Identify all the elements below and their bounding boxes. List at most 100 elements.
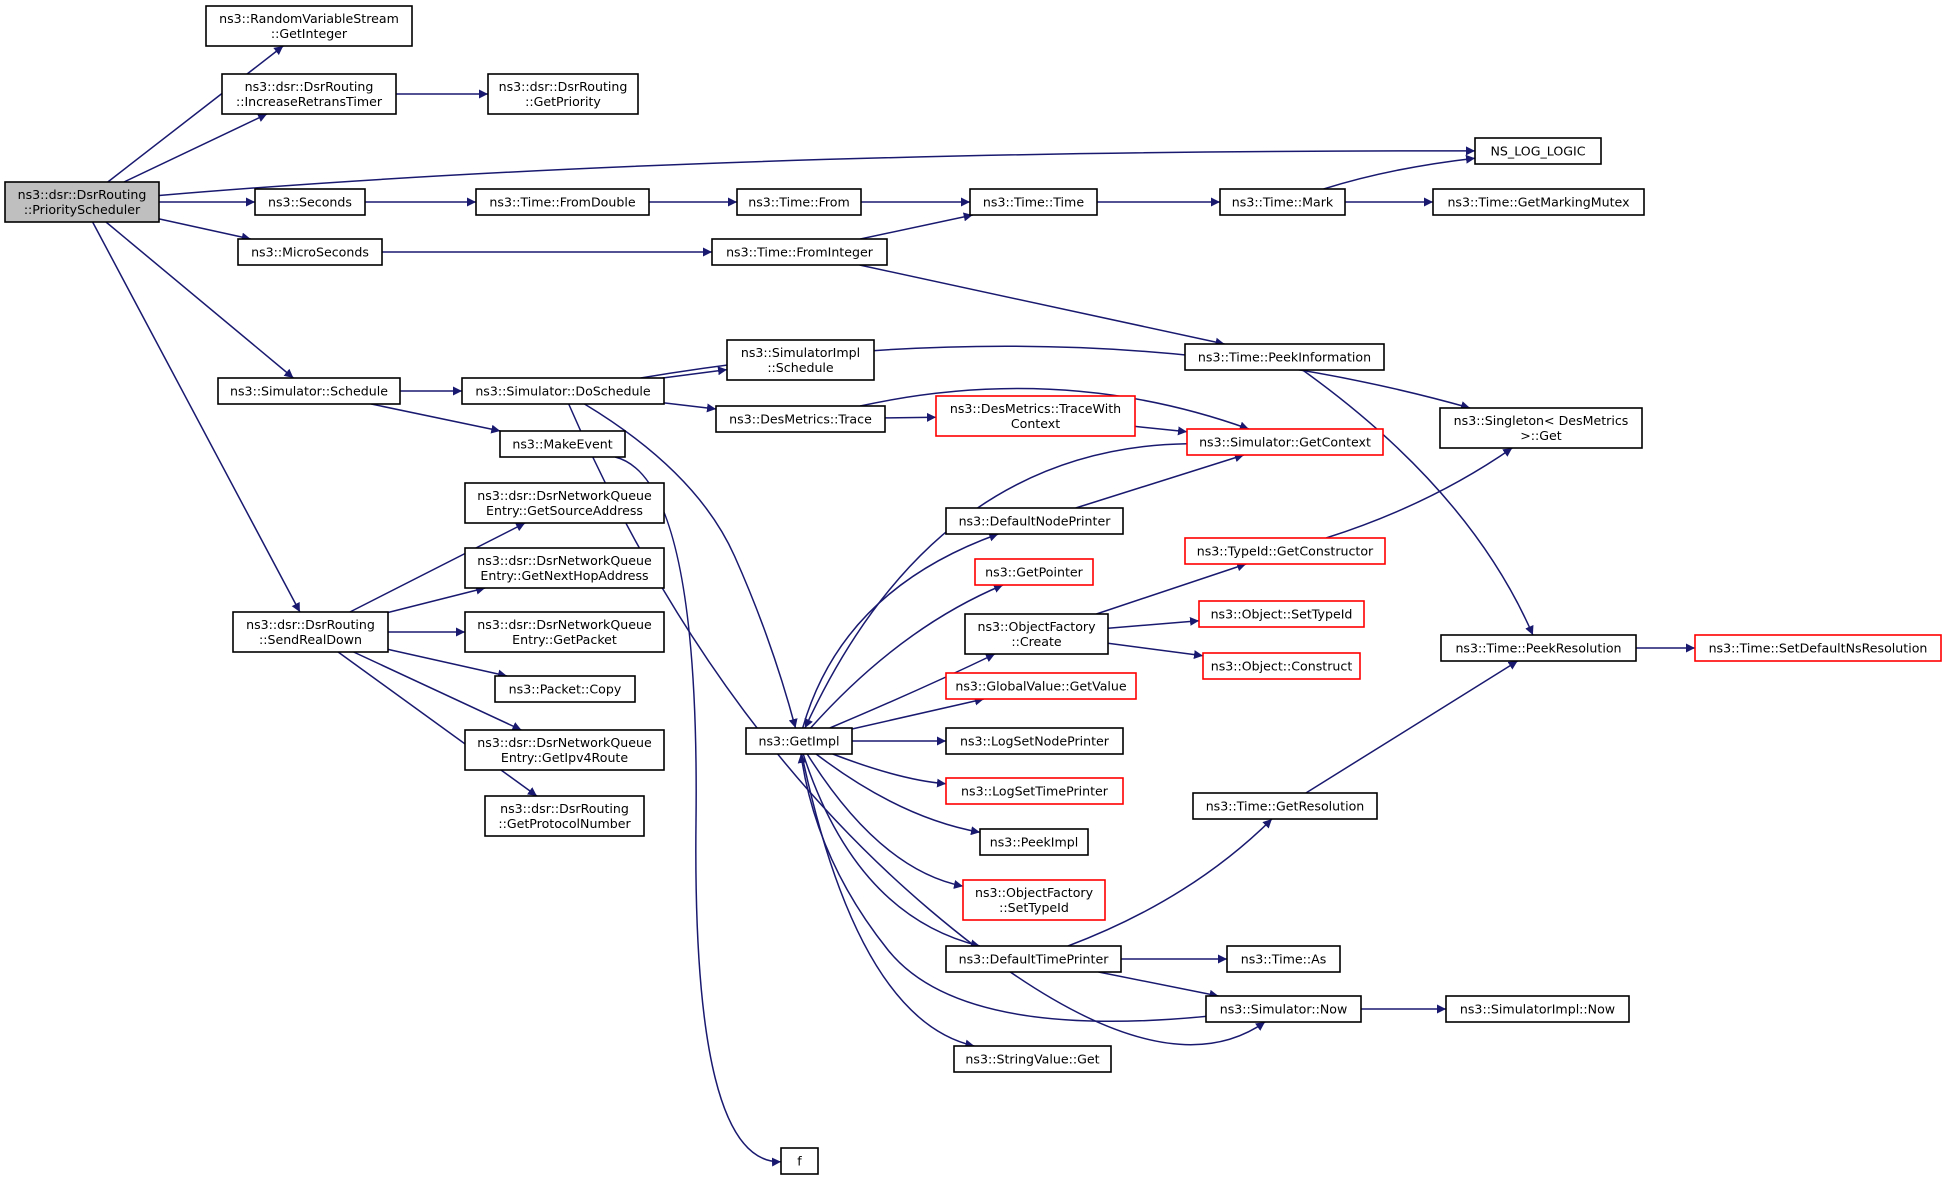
node-ipv4route[interactable]: ns3::dsr::DsrNetworkQueueEntry::GetIpv4R… [464,729,665,771]
node-logtime[interactable]: ns3::LogSetTimePrinter [945,777,1124,805]
node-micro[interactable]: ns3::MicroSeconds [237,238,383,266]
node-label: ns3::GetImpl [759,734,840,749]
node-label: ns3::Singleton< DesMetrics [1454,413,1629,428]
node-simnow[interactable]: ns3::Simulator::Now [1205,995,1362,1023]
node-singleton[interactable]: ns3::Singleton< DesMetrics>::Get [1439,407,1643,449]
edge-schedule-to-makeevent [371,403,501,434]
node-peekinfo[interactable]: ns3::Time::PeekInformation [1184,343,1385,371]
edge-peekinfo-to-peekres [1302,369,1534,636]
edge-objfcreate-to-settypeid [1107,616,1200,629]
node-mutex[interactable]: ns3::Time::GetMarkingMutex [1432,188,1645,216]
node-label: ns3::Time::FromDouble [489,195,635,210]
node-getctx[interactable]: ns3::Simulator::GetContext [1186,428,1384,456]
node-mark[interactable]: ns3::Time::Mark [1219,188,1346,216]
node-prio[interactable]: ns3::dsr::DsrRouting::GetPriority [487,73,639,115]
node-box [487,73,639,115]
node-incr[interactable]: ns3::dsr::DsrRouting::IncreaseRetransTim… [221,73,397,115]
node-timetime[interactable]: ns3::Time::Time [969,188,1098,216]
edge-mark-to-nslog [1323,154,1476,190]
node-label: ns3::LogSetTimePrinter [961,784,1109,799]
node-from[interactable]: ns3::Time::From [736,188,862,216]
node-label: ::IncreaseRetransTimer [236,94,383,109]
node-simimplnow[interactable]: ns3::SimulatorImpl::Now [1445,995,1630,1023]
edge-root-to-micro [158,218,251,242]
node-objfset[interactable]: ns3::ObjectFactory::SetTypeId [962,879,1106,921]
node-box [1439,407,1643,449]
node-box [736,188,862,216]
node-box [726,339,875,381]
node-makeevent[interactable]: ns3::MakeEvent [499,430,626,458]
node-dosched[interactable]: ns3::Simulator::DoSchedule [461,377,665,405]
node-box [1440,634,1637,662]
node-root[interactable]: ns3::dsr::DsrRouting::PriorityScheduler [4,181,160,223]
edge-dosched-to-getimpl [584,403,798,729]
node-label: ::PriorityScheduler [24,202,141,217]
edge-root-to-rvs [107,45,284,183]
node-schedule[interactable]: ns3::Simulator::Schedule [217,377,401,405]
node-box [494,675,636,703]
edge-root-to-nslog [158,146,1476,197]
node-getptr[interactable]: ns3::GetPointer [974,558,1094,586]
node-getctor[interactable]: ns3::TypeId::GetConstructor [1184,537,1386,565]
node-fromdouble[interactable]: ns3::Time::FromDouble [475,188,650,216]
node-simimpl[interactable]: ns3::SimulatorImpl::Schedule [726,339,875,381]
node-fromint[interactable]: ns3::Time::FromInteger [711,238,888,266]
node-getpacket[interactable]: ns3::dsr::DsrNetworkQueueEntry::GetPacke… [464,611,665,653]
node-label: ns3::Time::GetResolution [1206,799,1365,814]
node-label: ns3::Time::GetMarkingMutex [1447,195,1630,210]
node-label: ::GetPriority [525,94,601,109]
node-srcaddr[interactable]: ns3::dsr::DsrNetworkQueueEntry::GetSourc… [464,482,665,524]
node-label: ns3::Time::Mark [1232,195,1334,210]
node-box [217,377,401,405]
node-nexthop[interactable]: ns3::dsr::DsrNetworkQueueEntry::GetNextH… [464,547,665,589]
node-gvget[interactable]: ns3::GlobalValue::GetValue [945,672,1137,700]
node-peekimpl[interactable]: ns3::PeekImpl [979,828,1089,856]
node-nslog[interactable]: NS_LOG_LOGIC [1474,137,1602,165]
node-getres[interactable]: ns3::Time::GetResolution [1192,792,1378,820]
node-label: ns3::dsr::DsrRouting [18,187,147,202]
node-box [715,405,886,433]
node-deftime[interactable]: ns3::DefaultTimePrinter [945,945,1122,973]
node-seconds[interactable]: ns3::Seconds [254,188,366,216]
edge-getimpl-to-peekimpl [815,753,981,836]
node-label: ns3::dsr::DsrRouting [245,79,374,94]
node-timeas[interactable]: ns3::Time::As [1226,945,1341,973]
node-peekres[interactable]: ns3::Time::PeekResolution [1440,634,1637,662]
node-sendreal[interactable]: ns3::dsr::DsrRouting::SendRealDown [232,611,389,653]
node-label: Context [1011,416,1060,431]
node-getimpl[interactable]: ns3::GetImpl [745,727,853,755]
node-defnode[interactable]: ns3::DefaultNodePrinter [945,507,1124,535]
edge-getimpl-to-deftime [802,753,980,949]
node-lognode[interactable]: ns3::LogSetNodePrinter [945,727,1124,755]
node-objfcreate[interactable]: ns3::ObjectFactory::Create [964,613,1109,655]
node-construct[interactable]: ns3::Object::Construct [1202,652,1361,680]
node-label: ns3::Time::PeekResolution [1455,641,1621,656]
node-f[interactable]: f [780,1147,819,1175]
node-protonum[interactable]: ns3::dsr::DsrRouting::GetProtocolNumber [484,795,645,837]
node-box [1184,537,1386,565]
node-label: ns3::GetPointer [985,565,1084,580]
node-label: ::Schedule [767,360,834,375]
node-settypeid[interactable]: ns3::Object::SetTypeId [1198,600,1365,628]
node-label: ns3::dsr::DsrRouting [246,617,375,632]
node-label: ns3::Packet::Copy [509,682,622,697]
node-box [221,73,397,115]
node-box [205,5,413,47]
node-box [745,727,853,755]
edge-getimpl-to-gvget [851,696,984,730]
node-box [945,777,1124,805]
node-label: ns3::SimulatorImpl::Now [1460,1002,1615,1017]
node-box [1192,792,1378,820]
node-setdefns[interactable]: ns3::Time::SetDefaultNsResolution [1694,634,1942,662]
node-label: ns3::dsr::DsrNetworkQueue [477,553,652,568]
node-label: >::Get [1520,428,1562,443]
node-pcopy[interactable]: ns3::Packet::Copy [494,675,636,703]
node-rvs[interactable]: ns3::RandomVariableStream::GetInteger [205,5,413,47]
node-label: ns3::DefaultNodePrinter [959,514,1112,529]
node-box [935,395,1136,437]
node-trace[interactable]: ns3::DesMetrics::Trace [715,405,886,433]
node-strget[interactable]: ns3::StringValue::Get [953,1045,1112,1073]
node-label: Entry::GetNextHopAddress [480,568,648,583]
node-label: ::SetTypeId [999,900,1069,915]
